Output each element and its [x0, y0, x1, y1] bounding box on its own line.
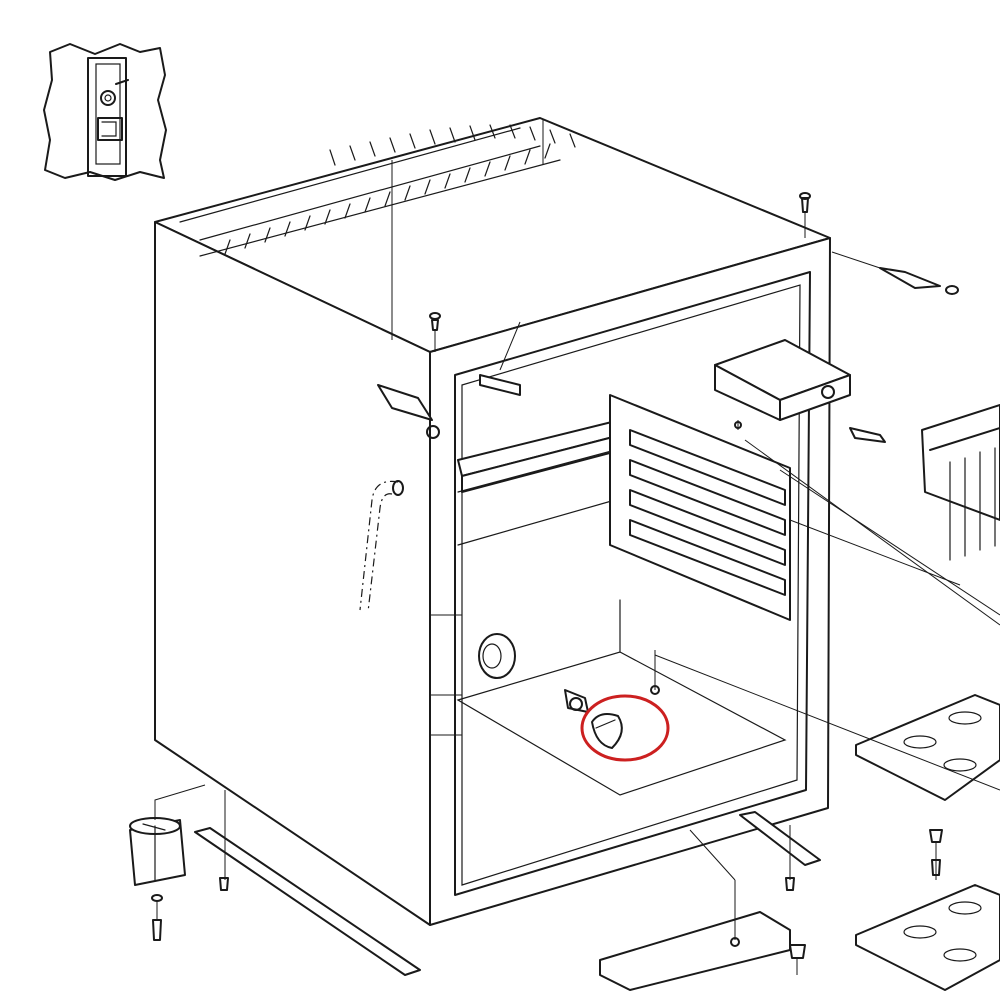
bottom-rail-left: [194, 790, 421, 976]
condenser-unit: [779, 404, 1000, 616]
screw-right: [929, 829, 943, 880]
hinge-top-left: [377, 312, 521, 439]
foot-left: [129, 784, 206, 941]
top-vents: [179, 120, 576, 340]
ice-tray-lower: [855, 884, 1000, 991]
evaporator-rack: [609, 394, 791, 621]
screw-bottom-center: [789, 944, 806, 975]
bottom-rail-right: [739, 811, 821, 891]
control-box: [714, 339, 886, 443]
detail-inset: [43, 43, 167, 181]
highlight-circle: [580, 694, 670, 762]
drain-hose: [359, 480, 404, 613]
hinge-top-right: [799, 192, 959, 295]
cabinet-body: [154, 117, 831, 926]
highlighted-part: [591, 713, 623, 749]
interior-floor: [456, 599, 787, 796]
thermostat-knob: [478, 633, 589, 713]
ice-tray-upper: [855, 694, 1000, 801]
